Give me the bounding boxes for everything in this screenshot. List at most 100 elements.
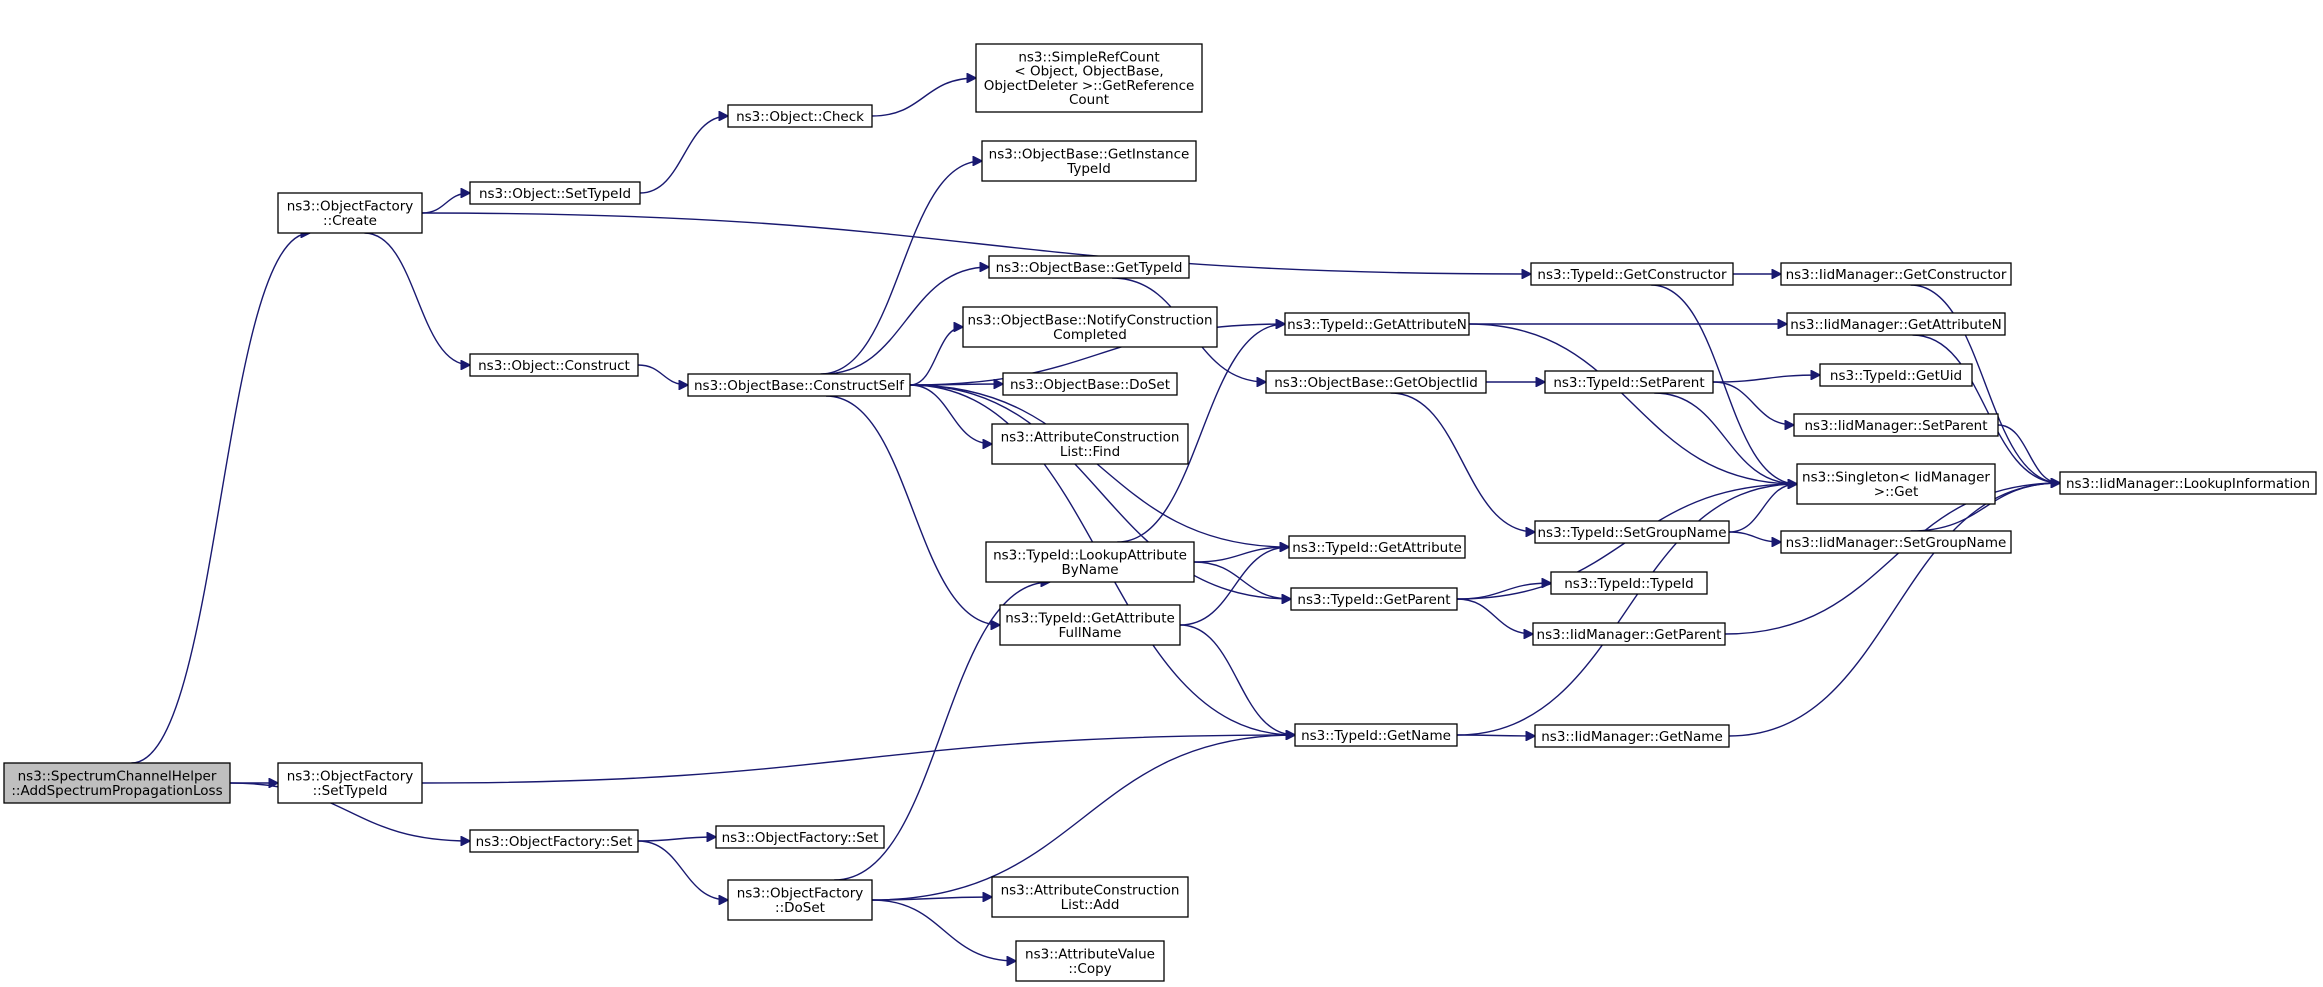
- node-ob-doset[interactable]: ns3::ObjectBase::DoSet: [1002, 372, 1178, 396]
- node-iid-getattrn[interactable]: ns3::IidManager::GetAttributeN: [1786, 312, 2006, 336]
- edge-root-to-of-create: [131, 233, 310, 764]
- node-iid-setparent[interactable]: ns3::IidManager::SetParent: [1793, 413, 1999, 437]
- node-singleton-get[interactable]: ns3::Singleton< IidManager >::Get: [1796, 463, 1996, 505]
- node-box: [1796, 463, 1996, 505]
- node-ob-gettypeid[interactable]: ns3::ObjectBase::GetTypeId: [988, 255, 1190, 279]
- edge-tid-getparent-to-iid-getparent: [1456, 598, 1533, 634]
- node-label-line: ns3::TypeId::GetName: [1301, 728, 1451, 744]
- node-obj-settypeid[interactable]: ns3::Object::SetTypeId: [469, 181, 641, 205]
- node-label-line: ns3::ObjectBase::GetTypeId: [996, 260, 1183, 276]
- node-box: [715, 825, 885, 849]
- node-label-line: ::DoSet: [775, 900, 825, 916]
- node-tid-getname[interactable]: ns3::TypeId::GetName: [1294, 723, 1458, 747]
- node-box: [727, 104, 873, 128]
- node-box: [3, 762, 231, 804]
- node-ob-constructself[interactable]: ns3::ObjectBase::ConstructSelf: [687, 373, 911, 397]
- edge-iid-getconstructor-to-iid-lookupinfo: [1910, 284, 2060, 483]
- node-tid-getattrn[interactable]: ns3::TypeId::GetAttributeN: [1284, 312, 1470, 336]
- edge-ob-constructself-to-ob-gettypeid: [822, 267, 989, 375]
- node-tid-getparent[interactable]: ns3::TypeId::GetParent: [1290, 587, 1458, 611]
- node-label-line: ns3::TypeId::GetAttribute: [1292, 540, 1462, 556]
- node-tid-setgroupname[interactable]: ns3::TypeId::SetGroupName: [1534, 520, 1730, 544]
- node-iid-lookupinfo[interactable]: ns3::IidManager::LookupInformation: [2059, 471, 2317, 495]
- node-tid-getattr[interactable]: ns3::TypeId::GetAttribute: [1288, 535, 1466, 559]
- node-label-line: ns3::TypeId::SetParent: [1553, 375, 1704, 391]
- node-label-line: ns3::Object::SetTypeId: [479, 186, 631, 202]
- node-iid-getname[interactable]: ns3::IidManager::GetName: [1534, 724, 1730, 748]
- node-label-line: Completed: [1053, 327, 1127, 343]
- node-box: [988, 255, 1190, 279]
- node-root[interactable]: ns3::SpectrumChannelHelper::AddSpectrumP…: [3, 762, 231, 804]
- node-box: [1544, 370, 1714, 394]
- node-box: [1284, 312, 1470, 336]
- node-label-line: ns3::AttributeConstruction: [1001, 430, 1180, 446]
- node-label-line: ns3::TypeId::GetParent: [1297, 592, 1450, 608]
- node-obj-construct[interactable]: ns3::Object::Construct: [469, 353, 639, 377]
- edge-iid-setparent-to-iid-lookupinfo: [1997, 424, 2060, 483]
- edge-of-create-to-tid-getconstructor: [421, 212, 1531, 274]
- node-label-line: ::SetTypeId: [313, 783, 388, 799]
- edge-root-to-of-set: [229, 782, 470, 841]
- edge-tid-setgroupname-to-iid-setgroupname: [1728, 531, 1781, 542]
- node-of-create[interactable]: ns3::ObjectFactory::Create: [277, 192, 423, 234]
- node-label-line: ObjectDeleter >::GetReference: [984, 78, 1195, 94]
- edge-ob-constructself-to-tid-getattrn: [909, 324, 1285, 386]
- edge-iid-getname-to-iid-lookupinfo: [1728, 483, 2060, 737]
- node-label-line: ::Create: [323, 213, 377, 229]
- node-label-line: ns3::ObjectFactory::Set: [722, 830, 879, 846]
- node-av-copy[interactable]: ns3::AttributeValue::Copy: [1015, 940, 1165, 982]
- node-box: [991, 876, 1189, 918]
- node-refcount[interactable]: ns3::SimpleRefCount< Object, ObjectBase,…: [975, 43, 1203, 113]
- node-iid-getconstructor[interactable]: ns3::IidManager::GetConstructor: [1780, 262, 2012, 286]
- node-tid-typeid[interactable]: ns3::TypeId::TypeId: [1550, 571, 1708, 595]
- node-iid-getparent[interactable]: ns3::IidManager::GetParent: [1532, 622, 1726, 646]
- node-label-line: ns3::Object::Construct: [478, 358, 630, 374]
- node-box: [469, 829, 639, 853]
- node-box: [1530, 262, 1734, 286]
- node-label-line: ::Copy: [1068, 961, 1111, 977]
- node-label-line: ns3::IidManager::GetConstructor: [1786, 267, 2007, 283]
- edge-tid-lookupattr-to-tid-getparent: [1193, 561, 1291, 599]
- node-label-line: ns3::SimpleRefCount: [1018, 50, 1159, 66]
- node-label-line: ns3::TypeId::GetConstructor: [1537, 267, 1727, 283]
- node-label-line: List::Find: [1060, 444, 1120, 460]
- node-tid-getconstructor[interactable]: ns3::TypeId::GetConstructor: [1530, 262, 1734, 286]
- node-tid-setparent[interactable]: ns3::TypeId::SetParent: [1544, 370, 1714, 394]
- node-iid-setgroupname[interactable]: ns3::IidManager::SetGroupName: [1780, 530, 2012, 554]
- edge-ob-constructself-to-tid-getattr: [909, 384, 1289, 547]
- node-label-line: ns3::ObjectBase::GetInstance: [989, 147, 1190, 163]
- node-box: [1015, 940, 1165, 982]
- node-of-settypeid[interactable]: ns3::ObjectFactory::SetTypeId: [277, 762, 423, 804]
- node-box: [469, 353, 639, 377]
- node-ob-notify[interactable]: ns3::ObjectBase::NotifyConstructionCompl…: [962, 306, 1218, 348]
- node-label-line: Count: [1069, 92, 1109, 108]
- node-of-set[interactable]: ns3::ObjectFactory::Set: [469, 829, 639, 853]
- node-box: [1780, 530, 2012, 554]
- node-of-set2[interactable]: ns3::ObjectFactory::Set: [715, 825, 885, 849]
- edge-tid-setgroupname-to-singleton-get: [1728, 484, 1797, 533]
- node-box: [991, 423, 1189, 465]
- edge-of-set-to-of-doset: [637, 840, 728, 900]
- node-label-line: ns3::ObjectFactory: [737, 886, 864, 902]
- edge-iid-getattrn-to-iid-lookupinfo: [1912, 334, 2061, 483]
- node-box: [277, 762, 423, 804]
- node-label-line: ns3::ObjectFactory: [287, 769, 414, 785]
- node-of-doset[interactable]: ns3::ObjectFactory::DoSet: [727, 879, 873, 921]
- node-label-line: ns3::ObjectFactory::Set: [476, 834, 633, 850]
- node-ob-getobjectiid[interactable]: ns3::ObjectBase::GetObjectIid: [1265, 370, 1487, 394]
- node-obj-check[interactable]: ns3::Object::Check: [727, 104, 873, 128]
- node-box: [1288, 535, 1466, 559]
- node-label-line: ns3::ObjectBase::NotifyConstruction: [967, 313, 1212, 329]
- node-box: [727, 879, 873, 921]
- node-tid-getuid[interactable]: ns3::TypeId::GetUid: [1819, 363, 1973, 387]
- edge-of-doset-to-tid-lookupattr: [834, 582, 1050, 881]
- edge-ob-getobjectiid-to-tid-setgroupname: [1390, 392, 1535, 532]
- edge-tid-getattrfull-to-tid-getattr: [1179, 547, 1289, 626]
- edge-tid-setparent-to-tid-getuid: [1712, 375, 1820, 383]
